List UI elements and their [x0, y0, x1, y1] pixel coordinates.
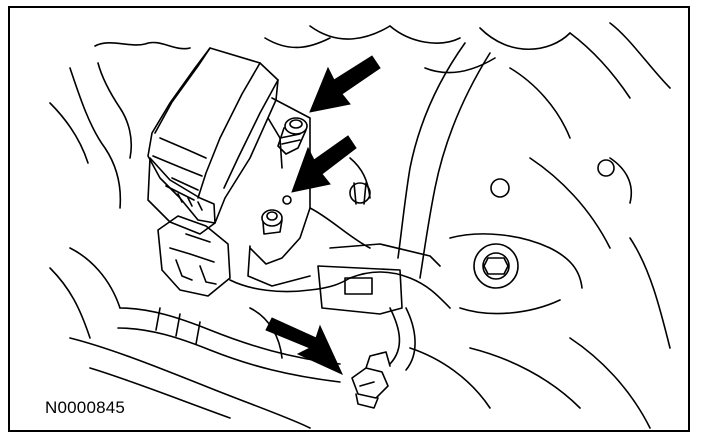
ground-nut	[351, 351, 391, 409]
sensor-module	[147, 47, 311, 297]
figure-frame: N0000845	[8, 6, 690, 432]
figure-id-label: N0000845	[45, 398, 126, 417]
arrow-lower-nut	[265, 317, 344, 376]
wiring-harness	[229, 157, 451, 371]
large-bolt-right	[449, 157, 671, 349]
technical-illustration	[49, 22, 671, 429]
mounting-bolts	[261, 117, 308, 235]
engine-background-lines	[49, 22, 671, 279]
arrow-upper-bolt	[309, 55, 381, 113]
arrow-middle-bolt	[291, 135, 357, 193]
lower-hoses	[49, 247, 651, 429]
